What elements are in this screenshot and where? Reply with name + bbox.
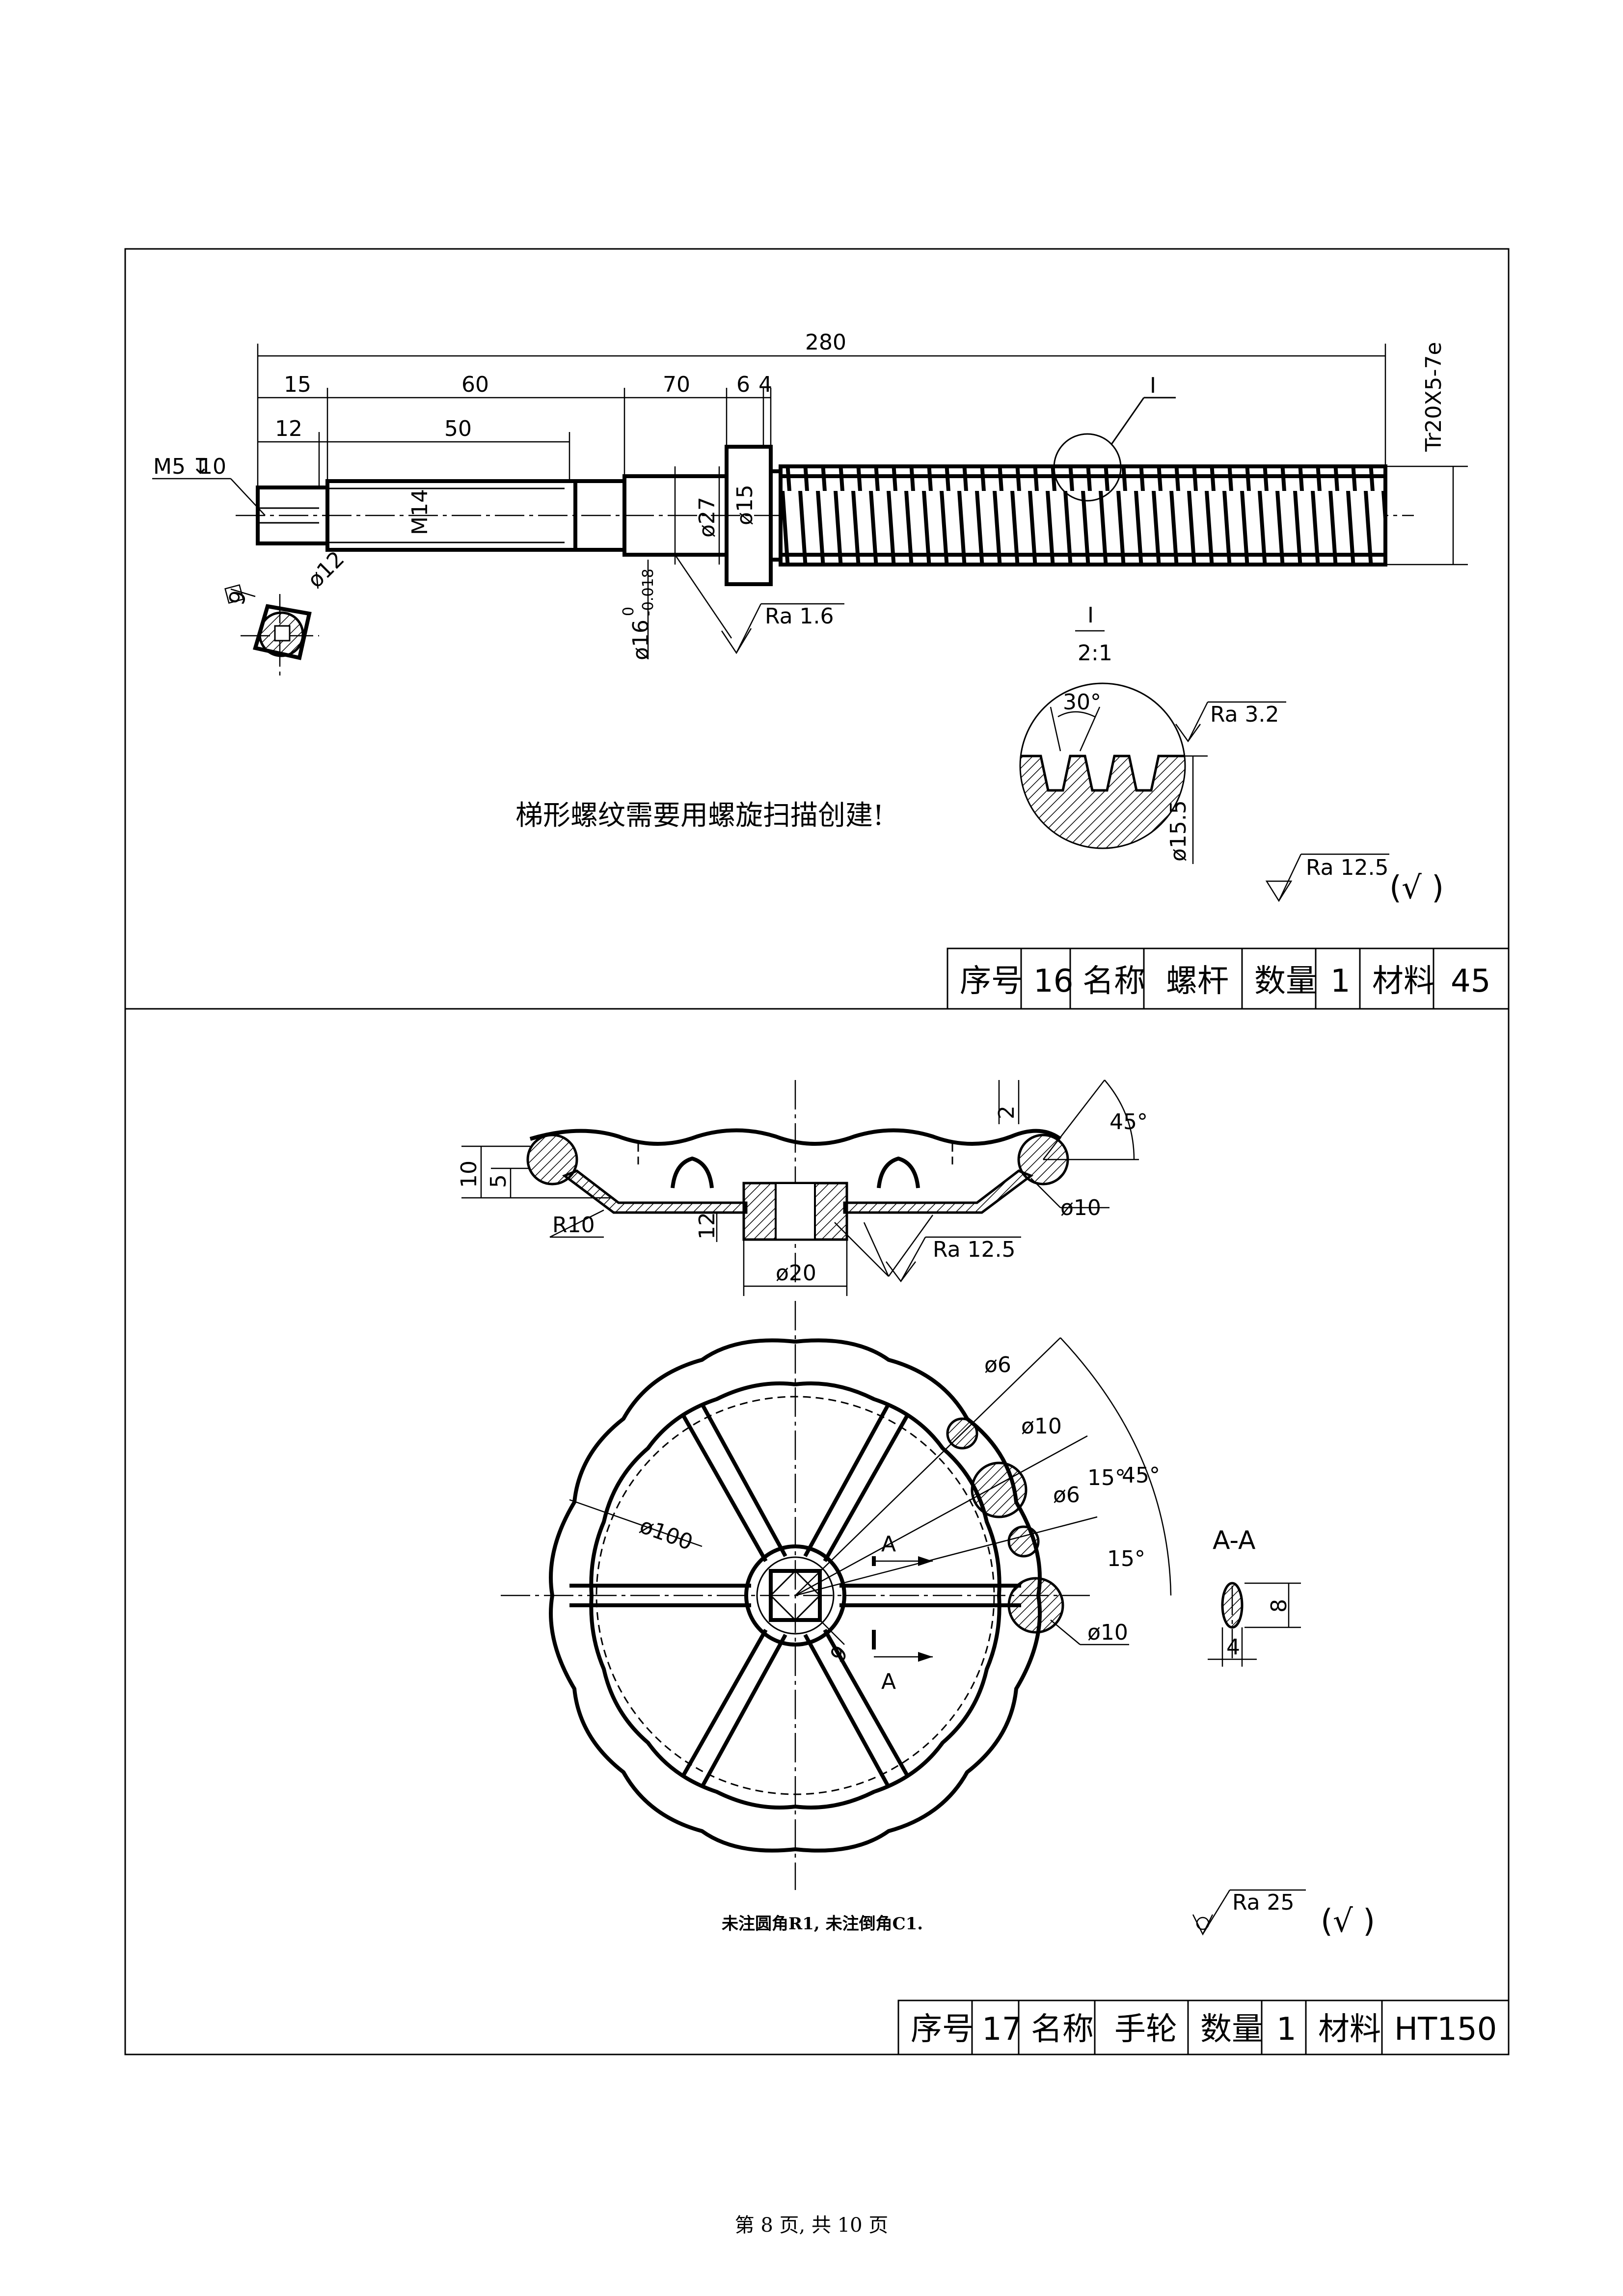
- dim-phi12: ø12: [303, 546, 350, 593]
- dim-50: 50: [444, 416, 472, 441]
- section-w4: 4: [1226, 1635, 1240, 1660]
- dim-a15b: 15°: [1107, 1546, 1145, 1571]
- dim-70: 70: [663, 372, 690, 397]
- detail-label: I: [1087, 603, 1094, 628]
- outer-frame: [124, 248, 1510, 2055]
- handwheel-general-mark: (√ ): [1321, 1903, 1375, 1940]
- detail-i-view: I 2:1 30° ø15.5 Ra 3.2: [1019, 603, 1286, 864]
- dim-thread-spec: Tr20X5-7e: [1421, 342, 1446, 452]
- dim-r10: R10: [552, 1213, 595, 1238]
- section-title: A-A: [1213, 1526, 1256, 1555]
- handwheel-general-ra: Ra 25: [1232, 1890, 1295, 1915]
- tb1-qty-label: 数量: [1254, 963, 1317, 999]
- screw-note: 梯形螺纹需要用螺旋扫描创建!: [515, 800, 884, 832]
- ra-shaft: Ra 1.6: [765, 604, 834, 629]
- dim-total: 280: [805, 330, 846, 355]
- handwheel-note: 未注圆角R1, 未注倒角C1.: [722, 1914, 923, 1934]
- dim-front-sq9: 9: [826, 1641, 853, 1668]
- dim-h5: 5: [486, 1174, 511, 1188]
- screw-general-ra: Ra 12.5: [1306, 855, 1389, 880]
- dim-side-phi10: ø10: [1060, 1195, 1101, 1220]
- handwheel-general-roughness: Ra 25 (√ ): [1192, 1889, 1375, 1940]
- dim-h12: 12: [695, 1212, 720, 1240]
- svg-text:↧: ↧: [191, 454, 210, 479]
- handwheel-title-block: 序号 17 名称 手轮 数量 1 材料 HT150: [897, 1999, 1510, 2055]
- screw-general-mark: (√ ): [1389, 870, 1444, 906]
- dim-phi16: ø16: [628, 620, 653, 660]
- page-footer: 第 8 页, 共 10 页: [734, 2214, 889, 2237]
- dim-h10: 10: [457, 1161, 482, 1188]
- dim-12: 12: [275, 416, 302, 441]
- dim-phi20: ø20: [776, 1261, 816, 1286]
- section-a-a: A-A 8 4: [1208, 1526, 1301, 1667]
- dim-4: 4: [758, 372, 772, 397]
- tb2-seq: 17: [982, 2011, 1022, 2048]
- dim-m5: M5: [153, 454, 186, 479]
- tol-upper: 0: [620, 607, 637, 616]
- dim-gap2: 2: [994, 1106, 1019, 1119]
- handwheel-side-view: 10 5 R10 12 ø20 Ra 12.5 2 45° ø10: [457, 1080, 1148, 1296]
- tol-lower: -0.018: [640, 568, 657, 616]
- trapezoidal-thread: [779, 464, 1387, 567]
- dim-angle45: 45°: [1109, 1109, 1148, 1134]
- dim-15: 15: [284, 372, 311, 397]
- screw-title-block: 序号 16 名称 螺杆 数量 1 材料 45: [947, 947, 1510, 1010]
- dim-phi6a: ø6: [984, 1352, 1011, 1378]
- dim-60: 60: [461, 372, 489, 397]
- screw-drawing: I 280 15 60 70 6 4 12 50 M5 ↧ 10 M14 ø27…: [152, 330, 1468, 660]
- tb1-seq-label: 序号: [960, 963, 1023, 999]
- section-h8: 8: [1267, 1599, 1292, 1613]
- tb2-qty-label: 数量: [1200, 2011, 1263, 2048]
- dim-square-9: 9: [224, 588, 252, 608]
- cut-marker-bottom: A: [881, 1669, 896, 1694]
- dim-phi15: ø15: [732, 485, 757, 525]
- dim-a45: 45°: [1122, 1463, 1160, 1488]
- detail-id-label: I: [1150, 373, 1156, 398]
- tb1-name-label: 名称: [1082, 963, 1145, 999]
- detail-scale: 2:1: [1078, 641, 1112, 666]
- cut-marker-top: A: [881, 1532, 896, 1557]
- tb2-material-label: 材料: [1318, 2011, 1381, 2048]
- tb2-name-label: 名称: [1031, 2011, 1094, 2048]
- dim-phi10b: ø10: [1087, 1620, 1128, 1645]
- dim-a15a: 15°: [1087, 1465, 1126, 1490]
- dim-phi10a: ø10: [1021, 1414, 1062, 1439]
- handwheel-front-view: ø6 ø10 15° 45° ø6 15° ø100 A A 9 ø10: [501, 1301, 1172, 1890]
- tb1-material-label: 材料: [1372, 963, 1435, 999]
- dim-phi100: ø100: [636, 1513, 696, 1555]
- dim-6: 6: [736, 372, 750, 397]
- tb2-material: HT150: [1394, 2011, 1497, 2048]
- tb1-material: 45: [1451, 963, 1490, 999]
- detail-ra: Ra 3.2: [1210, 702, 1279, 727]
- tb1-qty: 1: [1330, 963, 1351, 999]
- dim-m14: M14: [407, 489, 433, 535]
- tb2-qty: 1: [1276, 2011, 1297, 2048]
- detail-i-circle: [1053, 433, 1122, 502]
- tb1-seq: 16: [1033, 963, 1073, 999]
- tb1-name: 螺杆: [1166, 963, 1229, 999]
- detail-angle: 30°: [1063, 690, 1101, 715]
- tb2-seq-label: 序号: [911, 2011, 974, 2048]
- screw-general-roughness: Ra 12.5 (√ ): [1265, 853, 1444, 906]
- detail-phi: ø15.5: [1166, 800, 1191, 862]
- dim-phi6b: ø6: [1053, 1483, 1080, 1508]
- side-ra: Ra 12.5: [933, 1237, 1016, 1262]
- end-section-view: 9 ø12: [224, 546, 349, 677]
- tb2-name: 手轮: [1114, 2011, 1177, 2048]
- dim-phi27: ø27: [695, 497, 720, 538]
- dim-thread-depth: 10: [199, 454, 226, 479]
